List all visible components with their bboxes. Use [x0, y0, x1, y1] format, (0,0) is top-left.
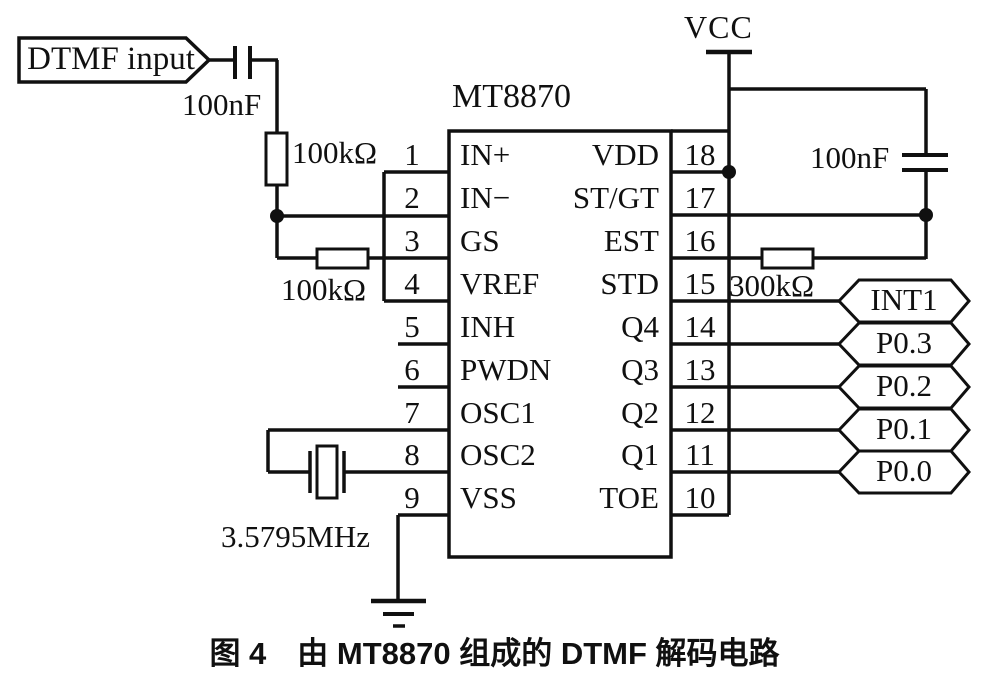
pin-name-q3: Q3 [621, 352, 659, 387]
pin-number-14: 14 [684, 309, 716, 344]
pin-name-stgt: ST/GT [572, 180, 659, 215]
coupling-capacitor-icon [233, 46, 252, 79]
bypass-capacitor-icon [902, 153, 948, 172]
pin-name-q1: Q1 [621, 437, 659, 472]
figure-caption: 图 4 由 MT8870 组成的 DTMF 解码电路 [209, 636, 780, 671]
pin-number-12: 12 [684, 395, 716, 430]
pin-name-q4: Q4 [621, 309, 659, 344]
bypass-capacitor-label: 100nF [810, 140, 890, 175]
dtmf-input-label: DTMF input [27, 41, 195, 77]
right-pin-ladder [671, 129, 926, 517]
pin-name-vss: VSS [460, 480, 517, 515]
pin-name-gs: GS [460, 223, 500, 258]
pin-number-9: 9 [404, 480, 420, 515]
pin-name-toe: TOE [599, 480, 659, 515]
junction-dot [270, 209, 284, 223]
pin-number-7: 7 [404, 395, 420, 430]
pin-name-q2: Q2 [621, 395, 659, 430]
output-label-p03: P0.3 [876, 325, 932, 360]
pin-name-in-plus: IN+ [460, 137, 511, 172]
feedback-resistor-icon [315, 247, 370, 270]
crystal-label: 3.5795MHz [221, 519, 370, 554]
pin-number-17: 17 [684, 180, 716, 215]
pin-number-6: 6 [404, 352, 420, 387]
pin-number-5: 5 [404, 309, 420, 344]
pin-name-pwdn: PWDN [460, 352, 552, 387]
ground-icon [371, 598, 426, 628]
pin-number-8: 8 [404, 437, 420, 472]
junction-dots [270, 165, 933, 223]
vcc-label: VCC [684, 9, 753, 45]
pin-name-inh: INH [460, 309, 516, 344]
input-resistor-icon [264, 131, 289, 187]
pin-name-std: STD [600, 266, 659, 301]
pin-number-4: 4 [404, 266, 420, 301]
pin-number-13: 13 [684, 352, 716, 387]
pin-number-10: 10 [684, 480, 716, 515]
input-resistor-label: 100kΩ [292, 135, 378, 170]
pin-name-osc1: OSC1 [460, 395, 536, 430]
pin-number-18: 18 [684, 137, 716, 172]
steering-resistor-label: 300kΩ [729, 268, 815, 303]
steering-resistor-icon [760, 247, 815, 270]
ic-title: MT8870 [452, 78, 571, 115]
crystal-icon [308, 444, 346, 500]
dtmf-input-flag [17, 36, 212, 84]
pin-number-16: 16 [684, 223, 716, 258]
output-flag [836, 449, 971, 495]
feedback-resistor-label: 100kΩ [281, 272, 367, 307]
output-label-p00: P0.0 [876, 453, 932, 488]
pin-number-11: 11 [685, 437, 715, 472]
pin-name-vdd: VDD [591, 137, 659, 172]
output-label-p01: P0.1 [876, 411, 932, 446]
output-label-int1: INT1 [870, 282, 938, 317]
pin-name-est: EST [603, 223, 659, 258]
output-flags [836, 278, 971, 495]
output-label-p02: P0.2 [876, 368, 932, 403]
pin-name-vref: VREF [460, 266, 540, 301]
coupling-capacitor-label: 100nF [182, 87, 262, 122]
pin-name-in-minus: IN− [460, 180, 511, 215]
ic-body [447, 129, 673, 559]
pin-number-2: 2 [404, 180, 420, 215]
pin-number-1: 1 [404, 137, 420, 172]
left-pin-ladder [266, 170, 450, 601]
junction-dot [919, 208, 933, 222]
pin-name-osc2: OSC2 [460, 437, 536, 472]
junction-dot [722, 165, 736, 179]
pin-number-15: 15 [684, 266, 716, 301]
pin-number-3: 3 [404, 223, 420, 258]
